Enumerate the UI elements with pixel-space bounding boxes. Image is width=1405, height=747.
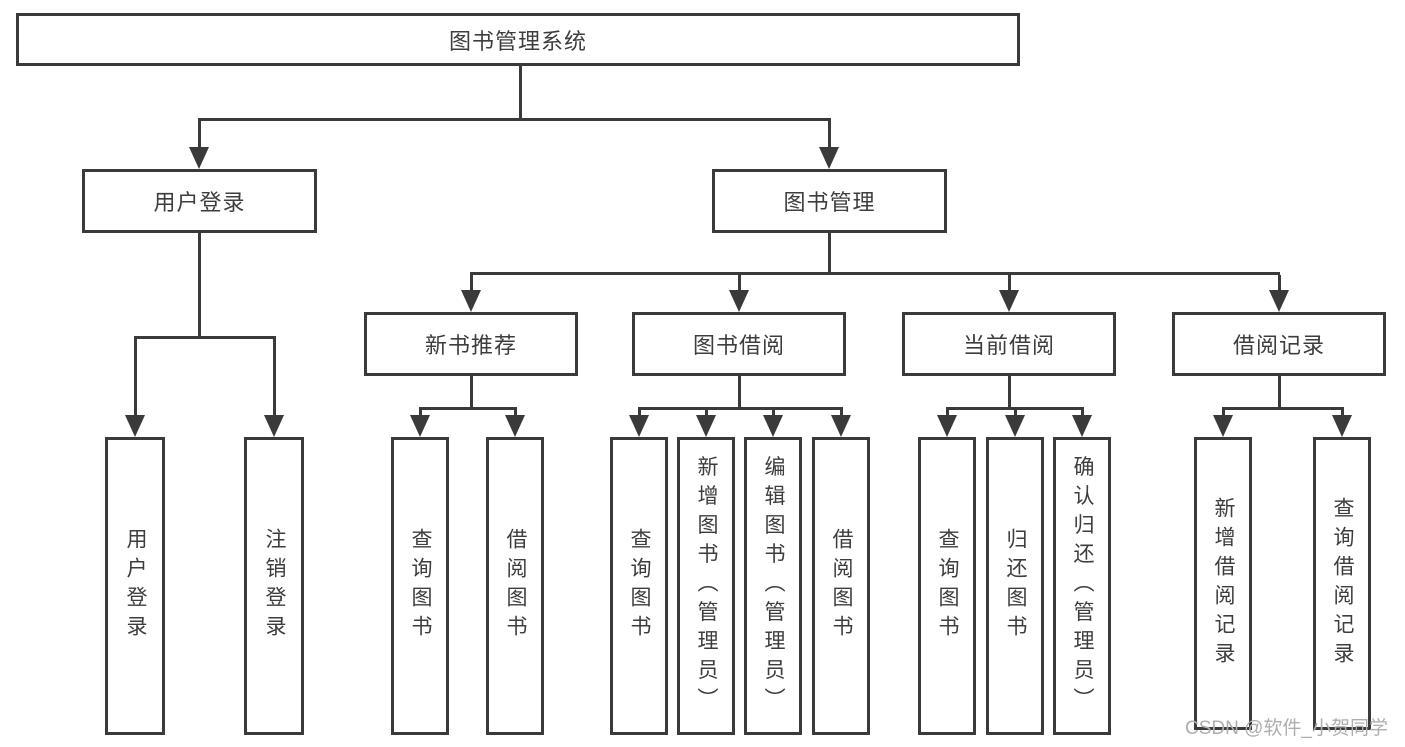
node-leaf-user-login: 用户登录: [105, 437, 165, 735]
node-user-login: 用户登录: [82, 169, 317, 233]
connector-new-book-rec-trunk: [470, 376, 473, 410]
arrow-to-rec-query-icon: [410, 410, 430, 437]
node-cb-query-book: 查询图书: [918, 437, 976, 735]
arrow-to-user-login-icon: [189, 121, 209, 169]
arrow-to-borrow-record-icon: [1269, 275, 1289, 312]
arrow-to-br-query-icon: [1332, 410, 1352, 437]
node-book-mgmt-label: 图书管理: [783, 190, 876, 215]
arrow-to-bb-add-icon: [696, 410, 716, 437]
node-cb-confirm-return-label: 确认归还（管理员）: [1071, 455, 1094, 717]
connector-user-login-trunk: [198, 233, 201, 339]
node-user-login-label: 用户登录: [153, 190, 246, 215]
node-cb-confirm-return: 确认归还（管理员）: [1053, 437, 1111, 735]
connector-book-borrow-bus: [638, 407, 843, 410]
arrow-to-cb-return-icon: [1005, 410, 1025, 437]
node-cb-return-book-label: 归还图书: [1004, 528, 1027, 644]
node-book-mgmt: 图书管理: [712, 169, 947, 233]
connector-current-borrow-bus: [946, 407, 1084, 410]
arrow-to-bb-query-icon: [629, 410, 649, 437]
node-br-query-record: 查询借阅记录: [1313, 437, 1371, 730]
node-borrow-record-label: 借阅记录: [1232, 333, 1325, 358]
node-br-add-record: 新增借阅记录: [1194, 437, 1252, 730]
connector-borrow-record-bus: [1222, 407, 1344, 410]
watermark: CSDN @软件_小贺同学: [1185, 718, 1388, 739]
node-new-book-rec-label: 新书推荐: [424, 333, 517, 358]
connector-current-borrow-trunk: [1008, 376, 1011, 410]
node-bb-edit-book-label: 编辑图书（管理员）: [762, 455, 785, 717]
connector-book-mgmt-trunk: [828, 233, 831, 275]
node-leaf-user-login-label: 用户登录: [124, 528, 147, 644]
arrow-to-cb-query-icon: [937, 410, 957, 437]
node-borrow-record: 借阅记录: [1172, 312, 1386, 376]
node-current-borrow: 当前借阅: [902, 312, 1116, 376]
node-book-borrow: 图书借阅: [632, 312, 846, 376]
connector-level3-bus: [470, 272, 1280, 275]
connector-user-login-bus: [134, 336, 276, 339]
node-br-add-record-label: 新增借阅记录: [1212, 496, 1235, 671]
node-root: 图书管理系统: [16, 13, 1020, 66]
node-rec-borrow-book-label: 借阅图书: [504, 528, 527, 644]
arrow-to-book-mgmt-icon: [819, 121, 839, 169]
node-cb-query-book-label: 查询图书: [936, 528, 959, 644]
node-bb-borrow-book-label: 借阅图书: [830, 528, 853, 644]
node-book-borrow-label: 图书借阅: [692, 333, 785, 358]
connector-new-book-rec-bus: [419, 407, 517, 410]
arrow-to-new-book-rec-icon: [461, 275, 481, 312]
connector-root-trunk: [519, 66, 522, 121]
node-leaf-logout-label: 注销登录: [263, 528, 286, 644]
connector-book-borrow-trunk: [738, 376, 741, 410]
node-bb-edit-book: 编辑图书（管理员）: [744, 437, 802, 735]
arrow-to-bb-borrow-icon: [831, 410, 851, 437]
arrow-to-book-borrow-icon: [729, 275, 749, 312]
node-bb-add-book: 新增图书（管理员）: [677, 437, 735, 735]
node-current-borrow-label: 当前借阅: [962, 333, 1055, 358]
node-bb-borrow-book: 借阅图书: [812, 437, 870, 735]
arrow-to-rec-borrow-icon: [505, 410, 525, 437]
node-rec-query-book-label: 查询图书: [409, 528, 432, 644]
node-rec-query-book: 查询图书: [391, 437, 449, 735]
node-rec-borrow-book: 借阅图书: [486, 437, 544, 735]
connector-borrow-record-trunk: [1278, 376, 1281, 410]
node-cb-return-book: 归还图书: [986, 437, 1044, 735]
arrow-to-leaf-logout-icon: [264, 339, 284, 437]
connector-level2-bus: [198, 118, 831, 121]
arrow-to-leaf-user-login-icon: [125, 339, 145, 437]
node-bb-add-book-label: 新增图书（管理员）: [695, 455, 718, 717]
arrow-to-cb-confirm-icon: [1072, 410, 1092, 437]
arrow-to-br-add-icon: [1213, 410, 1233, 437]
node-root-label: 图书管理系统: [448, 28, 587, 54]
node-bb-query-book-label: 查询图书: [628, 528, 651, 644]
arrow-to-bb-edit-icon: [763, 410, 783, 437]
node-new-book-rec: 新书推荐: [364, 312, 578, 376]
arrow-to-current-borrow-icon: [999, 275, 1019, 312]
node-leaf-logout: 注销登录: [244, 437, 304, 735]
node-bb-query-book: 查询图书: [610, 437, 668, 735]
node-br-query-record-label: 查询借阅记录: [1331, 496, 1354, 671]
